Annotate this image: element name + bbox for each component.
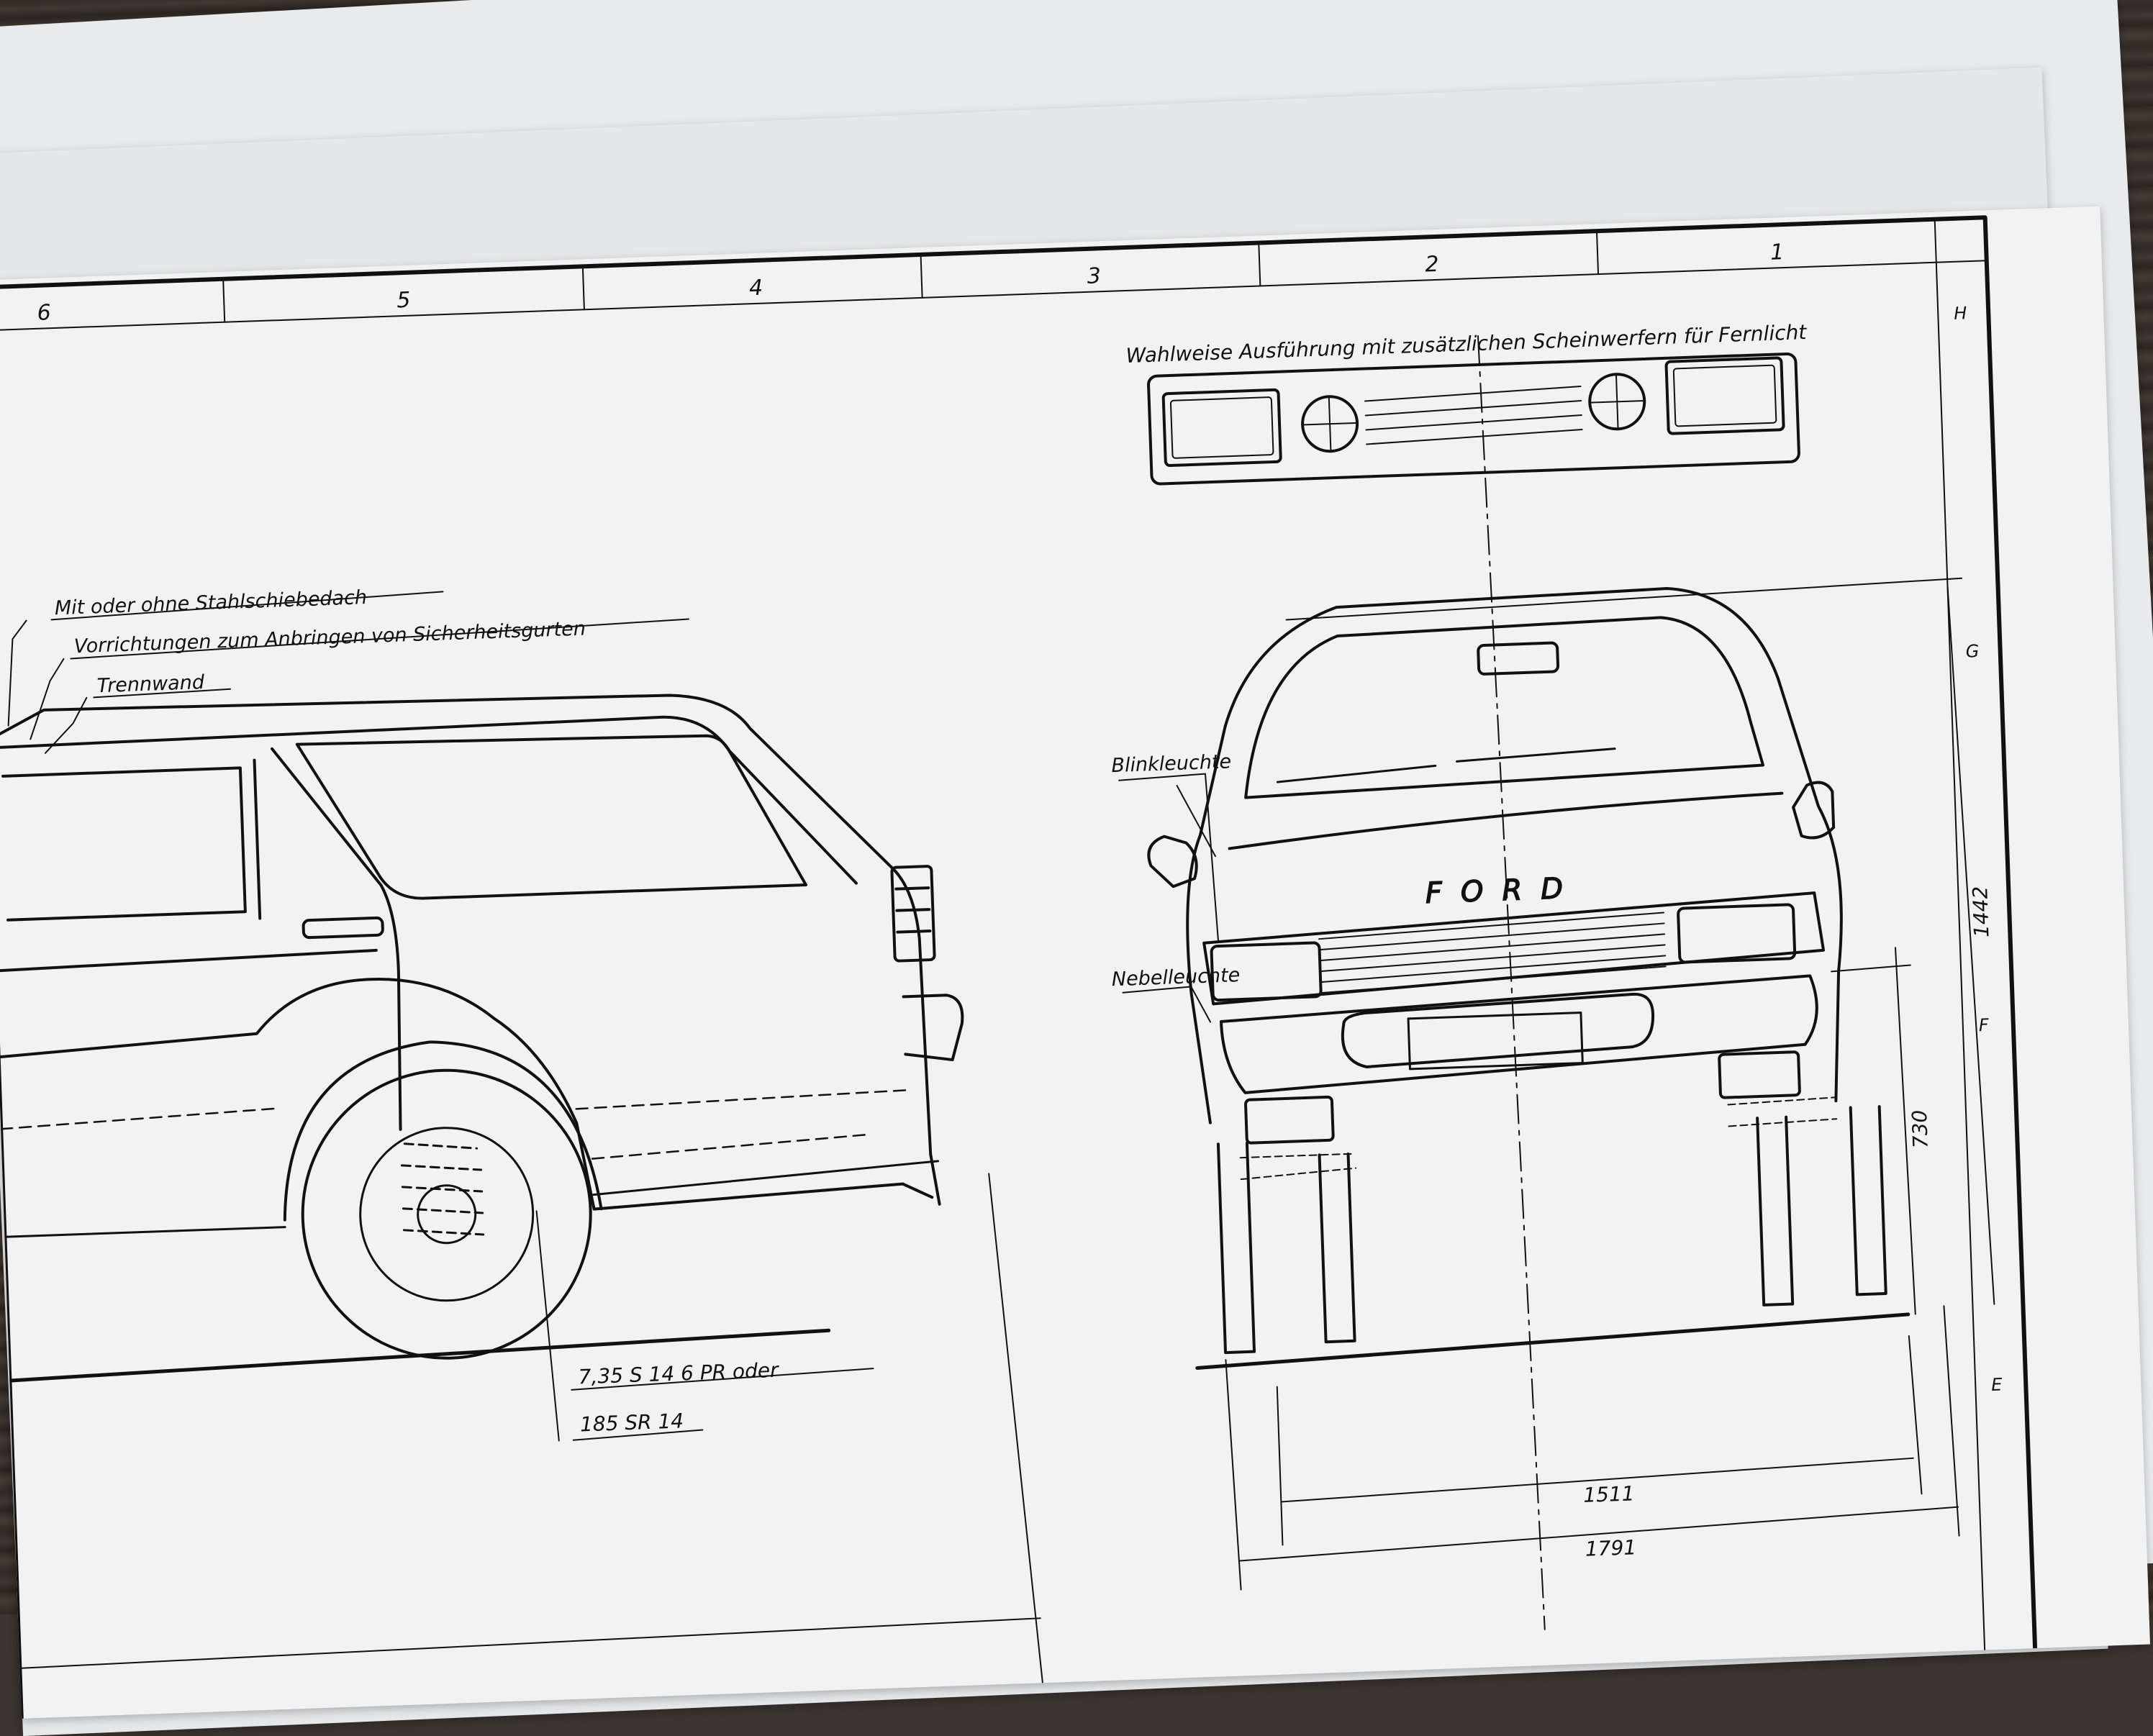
grid-column-4: 4: [748, 276, 763, 301]
seatbelt-mounts-label: Vorrichtungen zum Anbringen von Sicherhe…: [73, 618, 586, 658]
partition-label: Trennwand: [96, 671, 205, 697]
ford-logo-lettering: FORD: [1425, 871, 1582, 910]
front-view-car: [1118, 335, 1995, 1630]
left-fog-light: [1244, 1095, 1335, 1145]
grid-column-5: 5: [396, 288, 411, 314]
grid-column-6: 6: [37, 300, 51, 326]
grid-column-2: 2: [1425, 252, 1439, 278]
turn-signal-label: Blinkleuchte: [1111, 750, 1232, 777]
tire-option-2: 185 SR 14: [579, 1409, 684, 1436]
overall-width-dimension: 1791: [1585, 1535, 1636, 1560]
bumper-height-dimension: 730: [1908, 1109, 1933, 1149]
grid-row-f: F: [1978, 1015, 1990, 1036]
right-fog-light: [1718, 1050, 1801, 1099]
grid-column-1: 1: [1770, 240, 1785, 265]
track-width-dimension: 1511: [1583, 1481, 1635, 1506]
tire-option-1: 7,35 S 14 6 PR oder: [578, 1358, 780, 1389]
drawing-border: [0, 215, 2039, 1736]
car-blueprint: 6 5 4 3 2 1 H G F E: [0, 215, 2039, 1736]
grid-row-h: H: [1954, 303, 1967, 324]
grid-side-line: [1934, 218, 1987, 1673]
right-headlight: [1677, 903, 1797, 964]
grid-header-line: [0, 260, 1987, 332]
fog-light-label: Nebelleuchte: [1111, 964, 1240, 991]
overall-height-dimension: 1442: [1968, 886, 1993, 937]
grid-column-3: 3: [1087, 263, 1101, 289]
technical-drawing-sheet: 6 5 4 3 2 1 H G F E: [0, 206, 2150, 1736]
sunroof-label: Mit oder ohne Stahlschiebedach: [54, 586, 367, 619]
side-view-car: [0, 591, 1043, 1684]
grid-row-e: E: [1991, 1374, 2003, 1395]
left-headlight: [1210, 941, 1323, 1002]
optional-grille-panel: [1147, 353, 1800, 486]
grid-row-g: G: [1965, 641, 1980, 662]
